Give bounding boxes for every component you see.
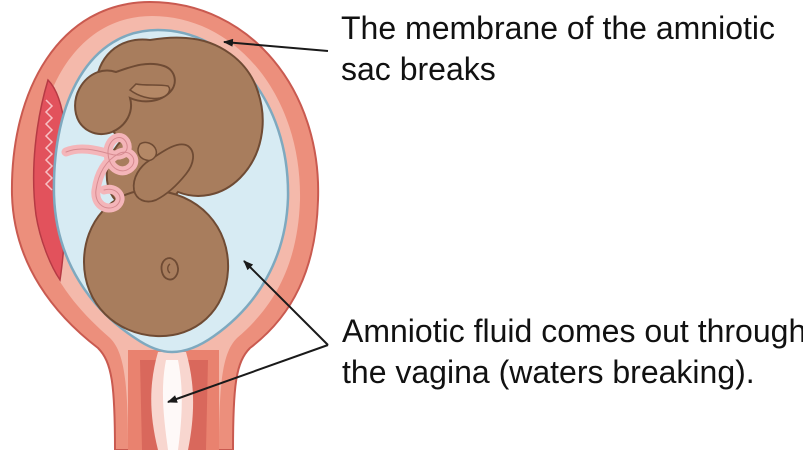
fetus-hand	[138, 142, 156, 160]
fluid-label-line-1: Amniotic fluid comes out through	[342, 311, 803, 352]
membrane-label-line-2: sac breaks	[341, 49, 775, 90]
fluid-label-line-2: the vagina (waters breaking).	[342, 352, 803, 393]
membrane-label: The membrane of the amniotic sac breaks	[341, 8, 775, 90]
fluid-label: Amniotic fluid comes out through the vag…	[342, 311, 803, 393]
membrane-label-line-1: The membrane of the amniotic	[341, 8, 775, 49]
